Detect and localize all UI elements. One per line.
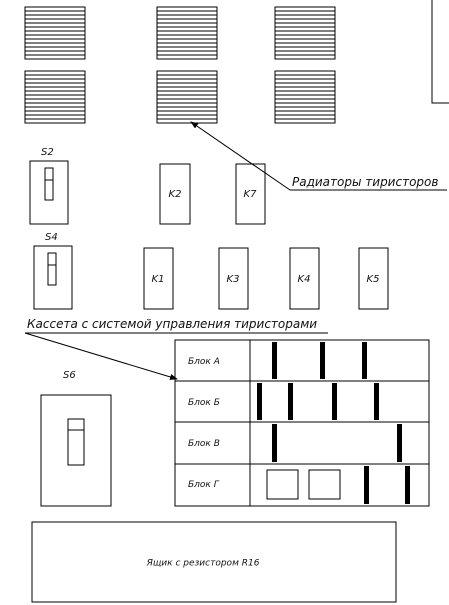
contactor-k2-label: K2	[169, 189, 182, 200]
contactor-k3-label: K3	[227, 274, 240, 285]
thyristor-radiators	[24, 6, 336, 124]
block-g-board	[405, 466, 410, 504]
block-b-board	[374, 383, 379, 420]
resistor-box: Ящик с резистором R16	[31, 521, 397, 603]
block-a-board	[362, 342, 367, 379]
block-a-board	[272, 342, 277, 379]
block-b-label: Блок Б	[188, 398, 220, 408]
radiator-heatsink	[156, 6, 218, 60]
radiator-heatsink	[24, 6, 86, 60]
radiator-callout: Радиаторы тиристоров	[190, 121, 447, 191]
block-g-module	[266, 469, 299, 500]
block-v-board	[272, 424, 277, 462]
block-g-board	[364, 466, 369, 504]
block-b-board	[257, 383, 262, 420]
cassette-callout-label: Кассета с системой управления тиристорам…	[27, 317, 317, 331]
radiator-callout-label: Радиаторы тиристоров	[292, 175, 438, 189]
contactor-k3: K3	[218, 247, 249, 310]
switch-s6-label: S6	[63, 370, 76, 381]
radiator-heatsink	[156, 70, 218, 124]
contactor-k5-label: K5	[367, 274, 380, 285]
switch-s2-label: S2	[41, 147, 54, 158]
switch-s6: S6	[40, 370, 112, 507]
block-v-board	[397, 424, 402, 462]
radiator-heatsink	[274, 70, 336, 124]
block-v-label: Блок В	[188, 439, 220, 449]
block-a-board	[320, 342, 325, 379]
frame-edge	[431, 0, 449, 104]
control-blocks-table: Блок А Блок Б Блок В Блок Г	[174, 339, 430, 507]
contactor-k4-label: K4	[298, 274, 311, 285]
switch-s4: S4	[33, 232, 73, 310]
radiator-heatsink	[274, 6, 336, 60]
block-b-board	[288, 383, 293, 420]
contactor-k4: K4	[289, 247, 320, 310]
block-b-board	[332, 383, 337, 420]
contactor-k1-label: K1	[152, 274, 165, 285]
radiator-heatsink	[24, 70, 86, 124]
switch-s2: S2	[29, 147, 69, 225]
switch-s4-label: S4	[45, 232, 58, 243]
block-g-label: Блок Г	[188, 480, 220, 490]
block-a-label: Блок А	[188, 357, 220, 367]
resistor-box-label: Ящик с резистором R16	[146, 559, 260, 569]
contactor-k5: K5	[358, 247, 389, 310]
contactor-k2: K2	[159, 163, 191, 225]
contactor-k1: K1	[143, 247, 174, 310]
contactor-k7-label: K7	[244, 189, 258, 200]
cassette-callout: Кассета с системой управления тиристорам…	[24, 317, 328, 380]
contactor-k7: K7	[235, 163, 266, 225]
block-g-module	[308, 469, 341, 500]
